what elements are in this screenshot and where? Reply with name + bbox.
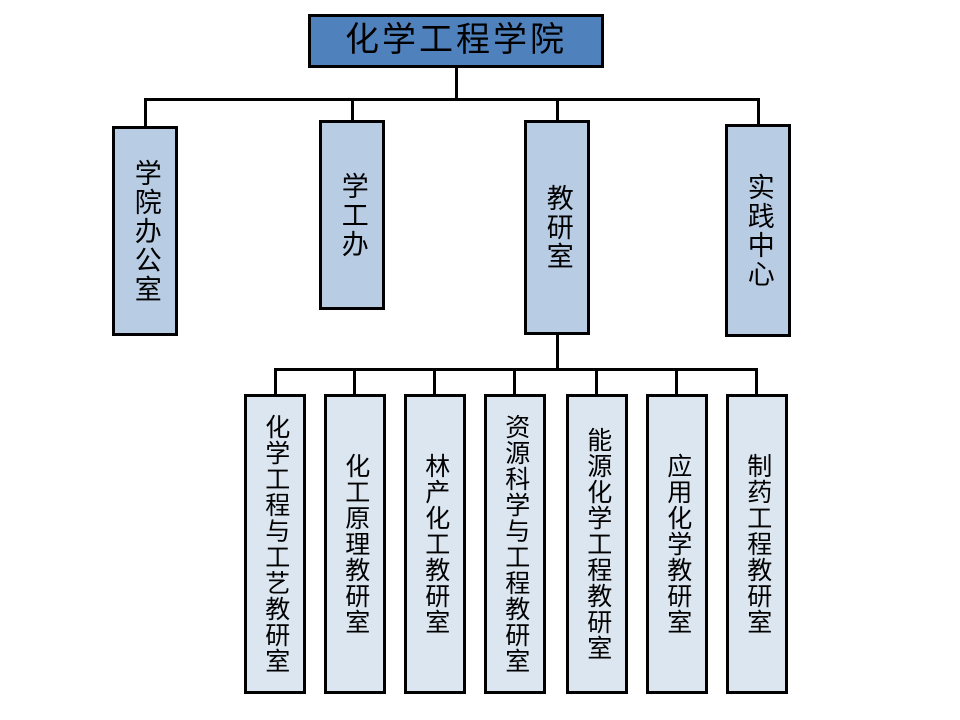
node-unit-college-office[interactable]: 学院办公室	[112, 126, 178, 336]
connector-to-unit-0	[144, 98, 147, 128]
connector-to-unit-1	[351, 98, 354, 128]
node-department-label: 资源科学与工程教研室	[501, 414, 529, 674]
node-unit-label: 实践中心	[743, 172, 774, 289]
node-unit-label: 学院办公室	[130, 158, 161, 304]
connector-to-department-5	[675, 368, 678, 396]
node-department-resource-science-engineering[interactable]: 资源科学与工程教研室	[484, 394, 546, 694]
node-department-label: 化工原理教研室	[341, 453, 369, 635]
node-department-label: 制药工程教研室	[743, 453, 771, 635]
node-department-energy-chemical-engineering[interactable]: 能源化学工程教研室	[566, 394, 628, 694]
node-department-chemical-principles[interactable]: 化工原理教研室	[324, 394, 386, 694]
connector-to-department-2	[433, 368, 436, 396]
connector-to-department-0	[274, 368, 277, 396]
connector-level2-bus	[144, 98, 760, 101]
connector-to-department-6	[755, 368, 758, 396]
connector-teaching-office-stem	[556, 335, 559, 371]
node-root-school[interactable]: 化学工程学院	[308, 14, 604, 68]
node-department-label: 化学工程与工艺教研室	[261, 414, 289, 674]
node-unit-practice-center[interactable]: 实践中心	[725, 124, 791, 337]
connector-to-department-4	[595, 368, 598, 396]
connector-root-stem	[455, 68, 458, 101]
node-department-pharmaceutical-engineering[interactable]: 制药工程教研室	[726, 394, 788, 694]
node-department-label: 应用化学教研室	[663, 453, 691, 635]
node-department-forest-products-chemical[interactable]: 林产化工教研室	[404, 394, 466, 694]
connector-to-department-1	[353, 368, 356, 396]
connector-to-department-3	[513, 368, 516, 396]
node-unit-student-affairs-office[interactable]: 学工办	[319, 120, 385, 310]
connector-to-unit-2	[556, 98, 559, 128]
node-root-label: 化学工程学院	[345, 22, 567, 60]
node-department-label: 林产化工教研室	[421, 453, 449, 635]
node-unit-teaching-research-office[interactable]: 教研室	[524, 120, 590, 335]
node-unit-label: 教研室	[542, 184, 573, 271]
node-department-chemical-engineering-technology[interactable]: 化学工程与工艺教研室	[244, 394, 306, 694]
node-department-applied-chemistry[interactable]: 应用化学教研室	[646, 394, 708, 694]
node-department-label: 能源化学工程教研室	[583, 427, 611, 661]
node-unit-label: 学工办	[337, 171, 368, 259]
connector-to-unit-3	[757, 98, 760, 128]
